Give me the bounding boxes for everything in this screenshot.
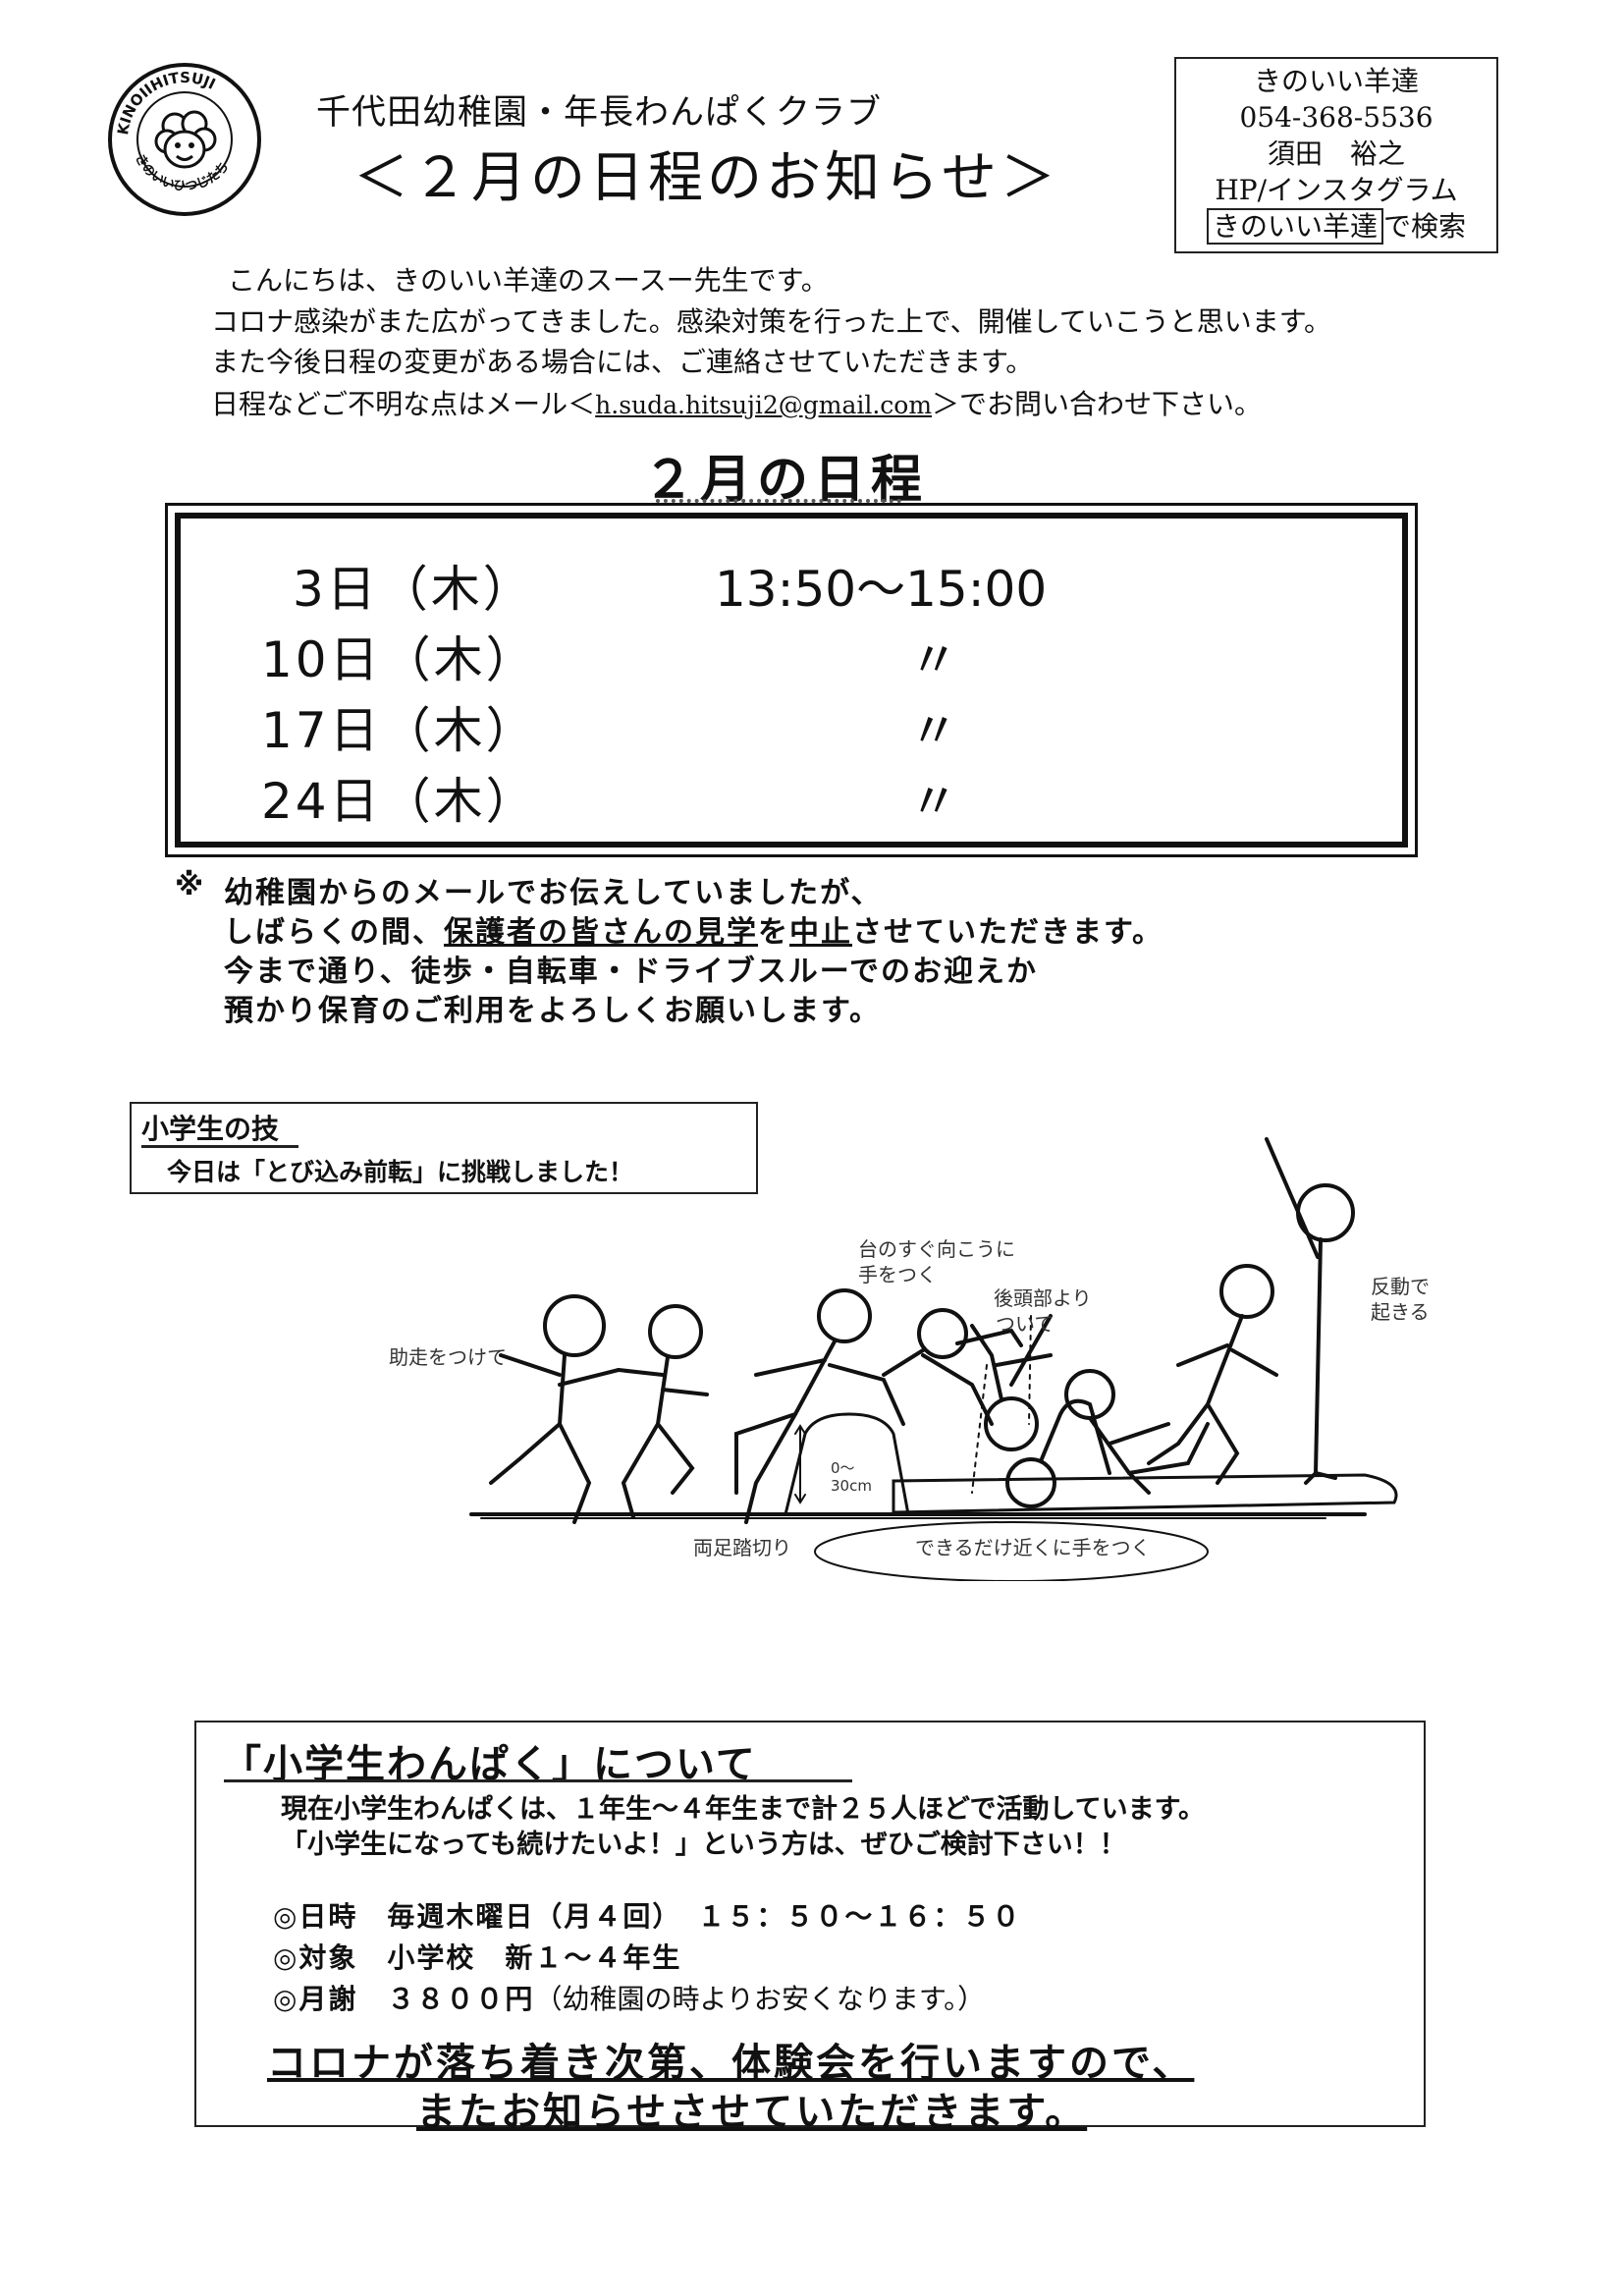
note-line-3: 今まで通り、徒歩・自転車・ドライブスルーでのお迎えか: [224, 955, 1038, 989]
skill-title-underline: [141, 1145, 298, 1148]
schedule-date-1: 3日（木）: [293, 561, 535, 618]
note-line-4: 預かり保育のご利用をよろしくお願いします。: [224, 994, 881, 1028]
elementary-fee-label: ◎月謝 ３８００円: [273, 1983, 535, 2015]
contact-person: 須田 裕之: [1267, 137, 1405, 170]
elementary-datetime: ◎日時 毎週木曜日（月４回） １５：５０〜１６：５０: [273, 1900, 1022, 1933]
caption-back-1: 後頭部より: [994, 1286, 1092, 1310]
schedule-heading-underline: [656, 499, 901, 503]
schedule-date-4: 24日（木）: [261, 773, 538, 830]
contact-search: きのいい羊達で検索: [1176, 208, 1496, 245]
schedule-time-3: 〃: [909, 702, 958, 759]
skill-title: 小学生の技: [141, 1113, 280, 1145]
caption-height-2: 30cm: [831, 1477, 872, 1495]
intro-line-1: こんにちは、きのいい羊達のスースー先生です。: [228, 264, 829, 297]
caption-hands-1: 台のすぐ向こうに: [858, 1237, 1015, 1261]
elementary-line-1: 現在小学生わんぱくは、１年生〜４年生まで計２５人ほどで活動しています。: [281, 1794, 1205, 1825]
intro-line-4-suffix: ＞でお問い合わせ下さい。: [932, 388, 1263, 420]
caption-close-hands: できるだけ近くに手をつく: [915, 1536, 1151, 1559]
schedule-date-3: 17日（木）: [261, 702, 538, 759]
caption-rise-2: 起きる: [1371, 1300, 1430, 1324]
caption-run-up: 助走をつけて: [389, 1345, 507, 1369]
contact-box: きのいい羊達 054-368-5536 須田 裕之 HP/インスタグラム きのい…: [1174, 57, 1498, 253]
caption-back-2: ついて: [996, 1312, 1055, 1336]
caption-hands-2: 手をつく: [858, 1263, 937, 1286]
search-term: きのいい羊達: [1206, 208, 1383, 245]
intro-line-3: また今後日程の変更がある場合には、ご連絡させていただきます。: [211, 346, 1034, 378]
note-line-2-stop: 中止: [789, 915, 852, 950]
caption-takeoff: 両足踏切り: [693, 1536, 791, 1559]
schedule-box: [175, 513, 1408, 847]
search-suffix: で検索: [1383, 210, 1467, 243]
intro-line-2: コロナ感染がまた広がってきました。感染対策を行った上で、開催していこうと思います…: [211, 305, 1332, 338]
note-line-2-highlight: 保護者の皆さんの見学: [444, 915, 758, 950]
caption-rise-1: 反動で: [1371, 1275, 1430, 1298]
schedule-time-1: 13:50〜15:00: [715, 561, 1048, 618]
contact-name: きのいい羊達: [1253, 65, 1419, 97]
schedule-time-2: 〃: [909, 631, 958, 688]
contact-phone: 054-368-5536: [1239, 101, 1434, 134]
note-line-2-e: させていただきます。: [852, 915, 1163, 950]
email-link[interactable]: h.suda.hitsuji2@gmail.com: [595, 391, 933, 419]
note-line-2-a: しばらくの間、: [224, 915, 444, 950]
schedule-time-4: 〃: [909, 773, 958, 830]
caption-height-1: 0〜: [831, 1459, 855, 1477]
organization-name: 千代田幼稚園・年長わんぱくクラブ: [316, 93, 883, 133]
note-line-2: しばらくの間、保護者の皆さんの見学を中止させていただきます。: [224, 907, 1163, 951]
note-mark: ※: [175, 868, 206, 902]
elementary-line-2: 「小学生になっても続けたいよ！」という方は、ぜひご検討下さい！！: [281, 1830, 1126, 1860]
schedule-date-2: 10日（木）: [261, 631, 538, 688]
elementary-target: ◎対象 小学校 新１〜４年生: [273, 1941, 682, 1974]
closing-line-1: コロナが落ち着き次第、体験会を行いますので、: [267, 2041, 1195, 2086]
elementary-fee: ◎月謝 ３８００円（幼稚園の時よりお安くなります。）: [273, 1978, 985, 2017]
sheep-icon: [154, 110, 217, 169]
closing-line-2: またお知らせさせていただきます。: [416, 2090, 1088, 2135]
elementary-info-box: [194, 1721, 1426, 2127]
note-line-1: 幼稚園からのメールでお伝えしていましたが、: [224, 876, 883, 910]
schedule-box-outer: [165, 503, 1418, 857]
intro-line-4-prefix: 日程などご不明な点はメール＜: [211, 388, 596, 420]
page-title: ＜２月の日程のお知らせ＞: [353, 146, 1059, 210]
contact-hp: HP/インスタグラム: [1215, 174, 1458, 206]
forward-roll-illustration: [469, 1137, 1398, 1581]
elementary-fee-note: （幼稚園の時よりお安くなります。）: [534, 1983, 986, 2015]
skill-subtitle: 今日は「とび込み前転」に挑戦しました！: [167, 1158, 634, 1186]
skill-box: [130, 1102, 758, 1194]
elementary-title-underline: [224, 1779, 852, 1782]
logo: KINOIIHITSUJI きのいいひつじたち: [106, 61, 263, 218]
intro-line-4: 日程などご不明な点はメール＜h.suda.hitsuji2@gmail.com＞…: [211, 383, 1262, 422]
note-line-2-c: を: [758, 915, 789, 950]
